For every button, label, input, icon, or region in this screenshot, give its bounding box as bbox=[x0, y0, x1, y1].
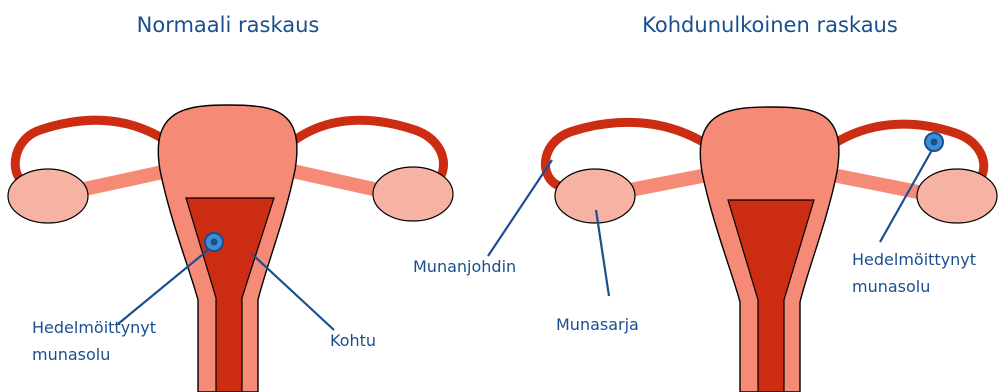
left-ovary-left bbox=[8, 169, 88, 223]
label-left-egg-line1: Hedelmöittynyt bbox=[32, 318, 156, 337]
left-ovary-right bbox=[373, 167, 453, 221]
label-munasarja: Munasarja bbox=[556, 315, 639, 334]
label-kohtu: Kohtu bbox=[330, 331, 376, 350]
leader-munanjohdin bbox=[488, 160, 552, 256]
label-right-egg-line1: Hedelmöittynyt bbox=[852, 250, 976, 269]
leader-kohtu bbox=[252, 254, 334, 330]
right-ovarian-ligament-right bbox=[828, 174, 918, 192]
left-fertilized-egg-core bbox=[211, 239, 218, 246]
title-ectopic-pregnancy: Kohdunulkoinen raskaus bbox=[642, 13, 898, 37]
label-munanjohdin: Munanjohdin bbox=[413, 257, 516, 276]
left-ovarian-ligament-left bbox=[80, 170, 172, 190]
label-right-egg-line2: munasolu bbox=[852, 277, 930, 296]
right-ovary-right bbox=[917, 169, 997, 223]
label-left-egg-line2: munasolu bbox=[32, 345, 110, 364]
right-ovary-left bbox=[555, 169, 635, 223]
title-normal-pregnancy: Normaali raskaus bbox=[137, 13, 320, 37]
right-fertilized-egg-core bbox=[931, 139, 938, 146]
left-ovarian-ligament-right bbox=[288, 170, 378, 190]
